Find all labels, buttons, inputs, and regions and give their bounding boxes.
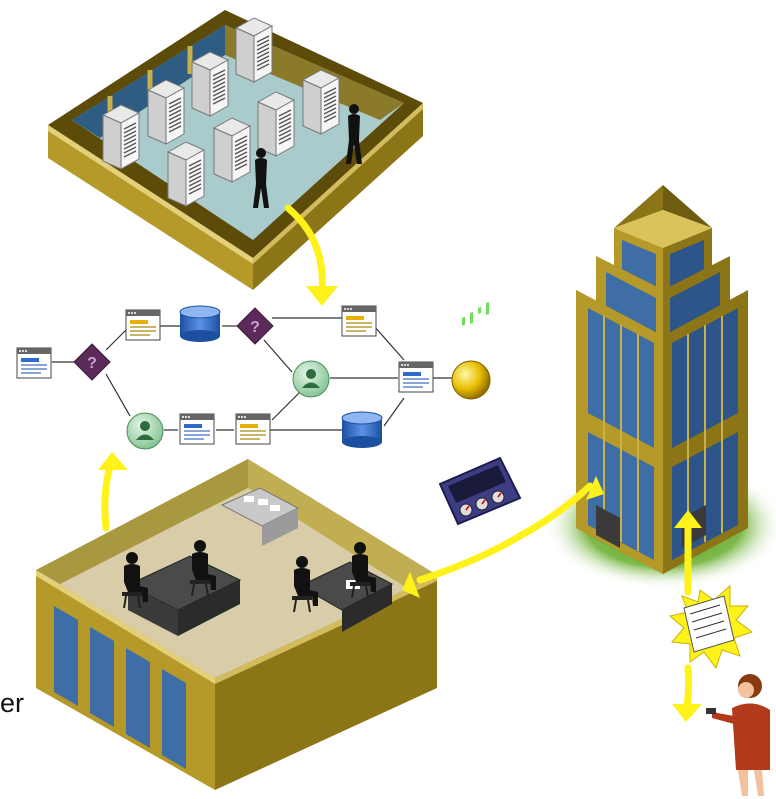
office-windows xyxy=(54,606,186,769)
paper-report-icon xyxy=(668,584,754,670)
process-flow-nodes xyxy=(16,305,491,450)
document-icon xyxy=(16,347,52,379)
document-icon xyxy=(341,305,377,337)
server-room-front-left-wall xyxy=(48,125,253,290)
arrow-office-to-flow xyxy=(101,456,116,532)
meeting-table xyxy=(126,555,242,636)
database-icon xyxy=(341,411,383,449)
decision-diamond-icon xyxy=(236,307,274,345)
server-rack-icon xyxy=(102,104,140,170)
document-icon xyxy=(125,309,161,341)
arrow-heads xyxy=(98,286,702,722)
server-room-front-right-wall xyxy=(253,103,423,290)
document-icon xyxy=(179,413,215,445)
server-rack-icon xyxy=(302,69,340,135)
server-rack-icon xyxy=(257,91,295,157)
process-flow xyxy=(52,317,452,431)
woman-with-phone xyxy=(706,674,770,796)
server-rack-icon xyxy=(191,51,229,117)
arrow-office-to-dashboard xyxy=(416,532,524,584)
end-circle-icon xyxy=(451,360,491,400)
user-icon xyxy=(126,412,164,450)
server-rack-icon xyxy=(235,17,273,83)
server-rack-icon xyxy=(147,79,185,145)
office-room xyxy=(36,459,437,790)
database-icon xyxy=(179,305,221,343)
cropped-caption-text: er xyxy=(0,688,25,718)
office-front-right-wall xyxy=(215,575,437,790)
office-desk xyxy=(220,487,300,546)
server-room xyxy=(48,10,423,290)
office-back-left-wall xyxy=(36,459,248,584)
server-rack-icon xyxy=(167,141,205,207)
arrow-dashboard-to-building xyxy=(516,482,594,540)
office-back-right-wall xyxy=(248,459,437,590)
flow-arrows xyxy=(101,204,693,716)
document-icon xyxy=(235,413,271,445)
headquarters-building xyxy=(544,185,776,589)
decision-diamond-icon xyxy=(73,343,111,381)
server-rack-icon xyxy=(213,117,251,183)
dashboard-gauges-icon xyxy=(438,302,522,526)
arrow-server-to-flow xyxy=(284,204,326,296)
document-icon xyxy=(398,361,434,393)
user-icon xyxy=(292,360,330,398)
